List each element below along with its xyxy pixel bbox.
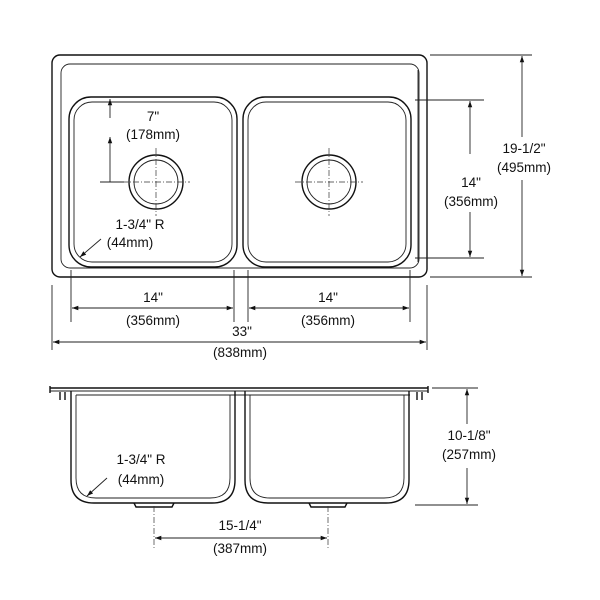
- drain-offset-imperial: 7": [147, 109, 160, 124]
- sink-outer-rim: [51, 54, 428, 278]
- drain-spacing-imperial: 15-1/4": [218, 518, 261, 533]
- bowl-width-right-dimension: 14" (356mm): [249, 290, 409, 328]
- left-drain: [122, 148, 190, 216]
- overall-width-dimension: 33" (838mm): [53, 324, 426, 360]
- sink-inner-rim: [60, 63, 420, 269]
- bowl-depth-metric: (257mm): [442, 447, 496, 462]
- bowl-width-left-metric: (356mm): [126, 313, 180, 328]
- corner-radius-top-metric: (44mm): [107, 235, 154, 250]
- left-bowl-section: [70, 391, 236, 550]
- right-bowl-section: [244, 391, 410, 550]
- bowl-width-right-metric: (356mm): [301, 313, 355, 328]
- top-view: 7" (178mm) 1-3/4" R (44mm) 14" (356mm) 1…: [51, 54, 551, 360]
- side-view: 1-3/4" R (44mm) 10-1/8" (257mm) 15-1/4" …: [49, 386, 496, 556]
- corner-radius-top-dimension: 1-3/4" R (44mm): [79, 217, 165, 258]
- bowl-length-dimension: 14" (356mm): [415, 99, 498, 259]
- bowl-width-left-dimension: 14" (356mm): [72, 290, 233, 328]
- overall-length-metric: (495mm): [497, 160, 551, 175]
- right-drain: [295, 148, 363, 216]
- corner-radius-top-imperial: 1-3/4" R: [115, 217, 164, 232]
- overall-length-dimension: 19-1/2" (495mm): [430, 54, 551, 278]
- drain-offset-dimension: 7" (178mm): [100, 99, 180, 183]
- drain-offset-metric: (178mm): [126, 127, 180, 142]
- overall-width-metric: (838mm): [213, 345, 267, 360]
- bowl-width-left-imperial: 14": [143, 290, 163, 305]
- bowl-width-right-imperial: 14": [318, 290, 338, 305]
- left-bowl-plan: [68, 96, 238, 268]
- drain-spacing-metric: (387mm): [213, 541, 267, 556]
- right-bowl-plan: [242, 96, 412, 268]
- corner-radius-side-imperial: 1-3/4" R: [116, 452, 165, 467]
- corner-radius-side-metric: (44mm): [118, 472, 165, 487]
- bowl-length-metric: (356mm): [444, 194, 498, 209]
- overall-width-imperial: 33": [232, 324, 252, 339]
- bowl-depth-imperial: 10-1/8": [447, 428, 490, 443]
- overall-length-imperial: 19-1/2": [502, 141, 545, 156]
- drain-spacing-dimension: 15-1/4" (387mm): [155, 518, 327, 556]
- bowl-depth-dimension: 10-1/8" (257mm): [415, 387, 496, 506]
- corner-radius-side-dimension: 1-3/4" R (44mm): [86, 452, 166, 497]
- bowl-length-imperial: 14": [461, 175, 481, 190]
